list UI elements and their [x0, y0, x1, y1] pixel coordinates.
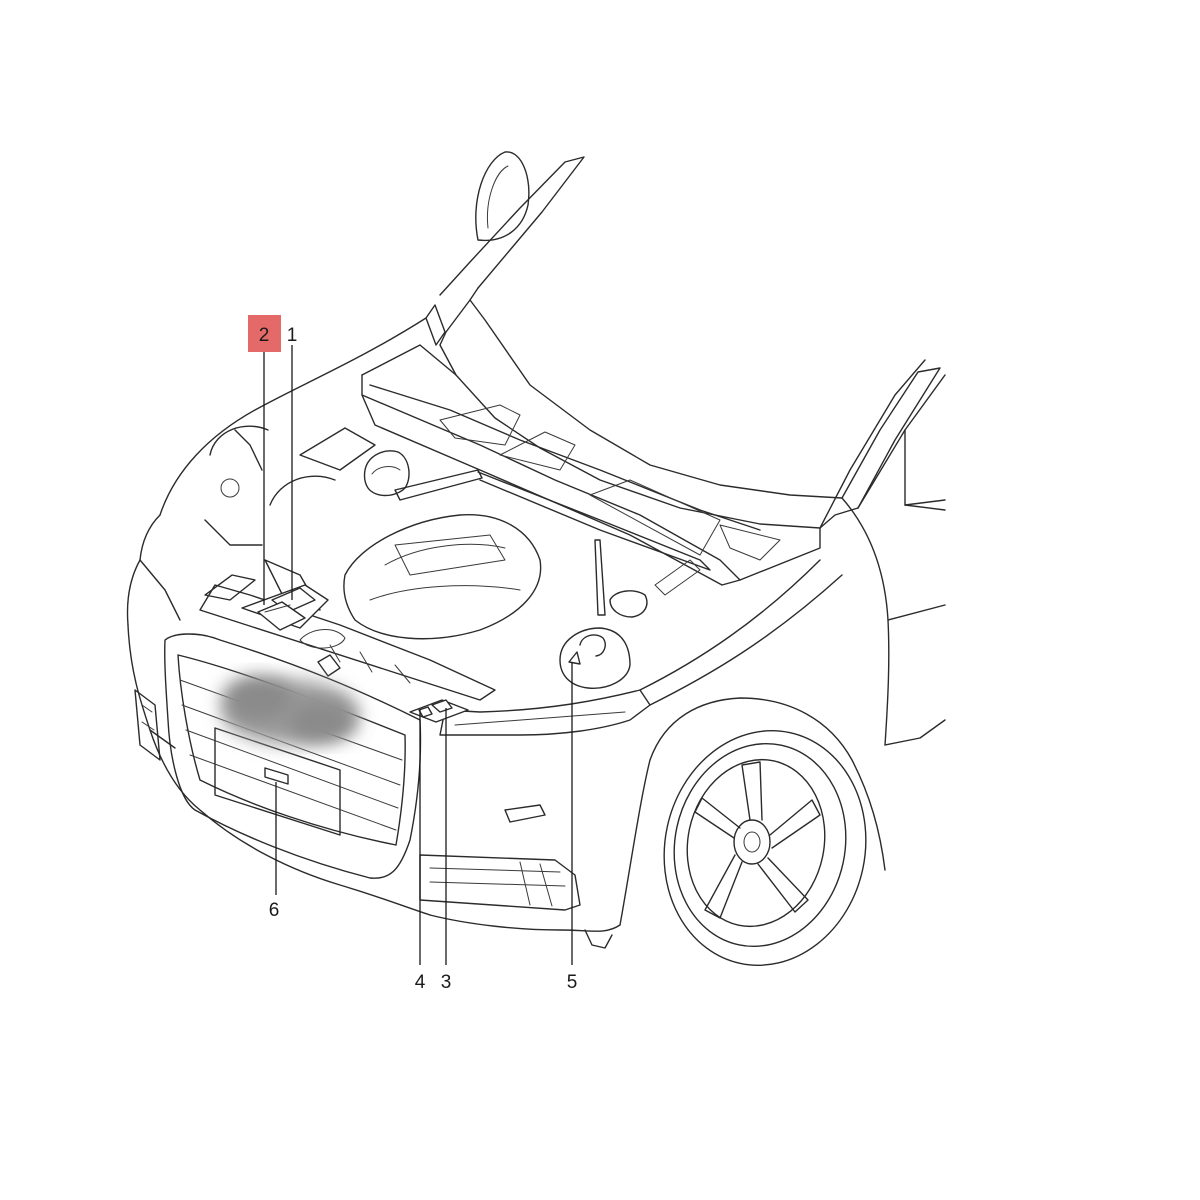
- callout-1[interactable]: 1: [287, 325, 298, 346]
- side-mirror: [475, 151, 530, 242]
- car-body: [126, 317, 946, 949]
- callouts: 2 1 3 4 5 6: [248, 315, 577, 993]
- callout-3[interactable]: 3: [441, 972, 452, 993]
- engine-bay: [199, 344, 821, 701]
- warning-triangle-icon: [568, 651, 581, 665]
- callout-5[interactable]: 5: [567, 972, 578, 993]
- label-plate-4: [418, 706, 433, 718]
- open-hood: [425, 156, 941, 529]
- front-wheel: [663, 730, 867, 966]
- label-plate-3: [431, 699, 453, 713]
- callout-2[interactable]: 2: [259, 325, 270, 346]
- label-parts: [241, 584, 581, 785]
- leader-lines: [263, 345, 573, 965]
- callout-6[interactable]: 6: [269, 900, 280, 921]
- front-grille: [164, 633, 422, 879]
- callout-4[interactable]: 4: [415, 972, 426, 993]
- callout-2-highlight: [248, 315, 281, 352]
- label-plate-2: [257, 601, 306, 631]
- label-plate-6: [264, 767, 289, 785]
